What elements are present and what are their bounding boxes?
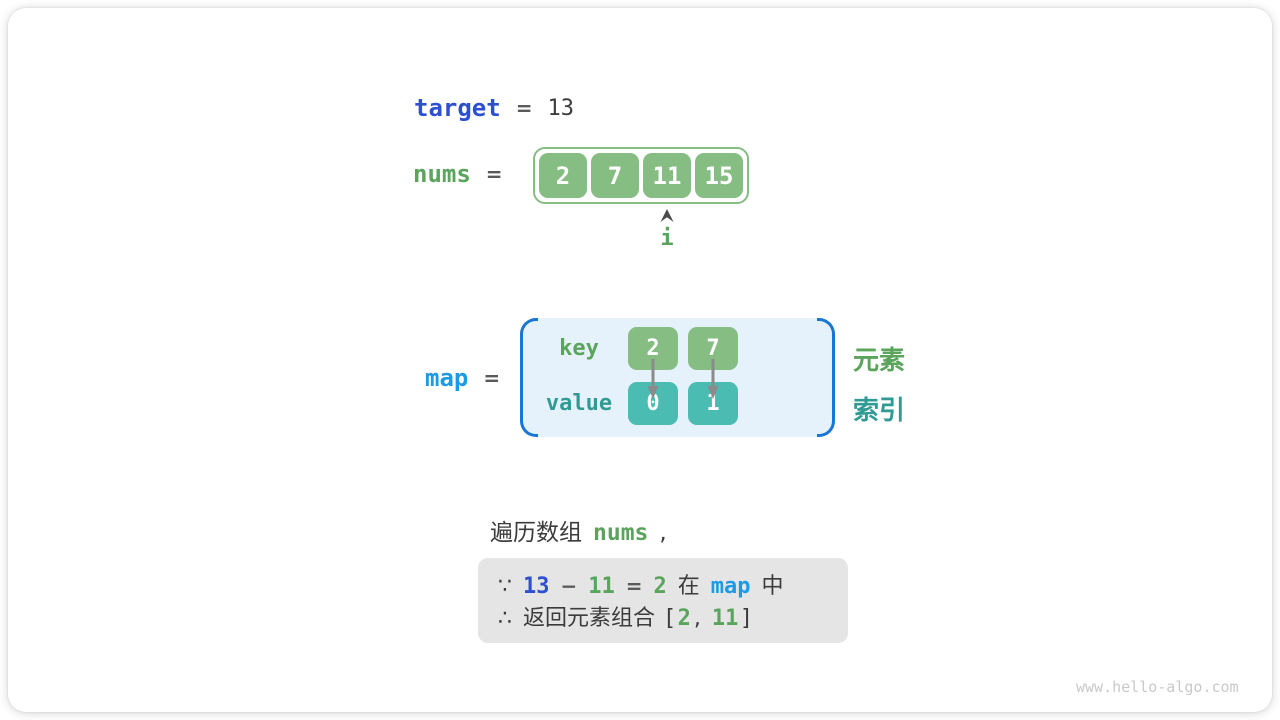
array-cell: 2	[539, 153, 587, 198]
note-line-2: ∴ 返回元素组合 [ 2 , 11 ]	[498, 600, 848, 632]
caption-code: nums	[593, 520, 649, 546]
minus-sign: −	[560, 574, 578, 598]
map-expression: map =	[425, 364, 500, 392]
result-comma: ,	[693, 606, 701, 631]
result-second: 11	[711, 606, 739, 631]
note-line-1: ∵ 13 − 11 = 2 在 map 中	[498, 568, 848, 600]
note-line1-suffix: 中	[761, 574, 784, 599]
target-value: 13	[547, 95, 574, 121]
nums-equals: =	[485, 162, 503, 186]
map-left-bracket	[520, 318, 538, 437]
map-container: key 2 7 value 0 1	[520, 318, 835, 437]
result-first: 2	[677, 606, 691, 631]
caption-prefix: 遍历数组	[490, 520, 582, 546]
watermark: www.hello-algo.com	[1076, 678, 1239, 696]
up-arrowhead-icon	[660, 209, 674, 222]
open-bracket: [	[666, 606, 675, 631]
map-key-cells: 2 7	[628, 327, 738, 370]
array-cell: 15	[695, 153, 743, 198]
close-bracket: ]	[741, 606, 750, 631]
target-equals: =	[515, 96, 533, 120]
nums-expression: nums =	[413, 160, 503, 188]
nums-array: 2 7 11 15	[533, 147, 749, 204]
in-word: 在	[677, 574, 700, 599]
index-pointer: i	[660, 209, 675, 251]
result-pair: [ 2 , 11 ]	[666, 606, 750, 631]
because-symbol: ∵	[498, 574, 512, 599]
map-label: map	[425, 364, 469, 392]
caption: 遍历数组 nums ,	[490, 513, 667, 547]
map-reference: map	[710, 574, 751, 599]
nums-label: nums	[413, 160, 471, 188]
subtrahend: 11	[588, 574, 615, 599]
map-right-bracket	[817, 318, 835, 437]
difference: 2	[653, 574, 667, 599]
target-expression: target = 13	[414, 94, 574, 122]
therefore-symbol: ∴	[498, 606, 512, 631]
key-to-value-arrow-icon	[647, 359, 659, 399]
key-annotation: 元素	[853, 346, 906, 376]
map-value-label: value	[545, 391, 613, 416]
note-box: ∵ 13 − 11 = 2 在 map 中 ∴ 返回元素组合 [ 2 , 11 …	[478, 558, 848, 643]
value-annotation: 索引	[853, 396, 906, 426]
map-value-cells: 0 1	[628, 382, 738, 425]
map-key-label: key	[559, 336, 599, 361]
map-equals: =	[483, 366, 501, 390]
equals-sign: =	[625, 574, 643, 598]
array-cell: 7	[591, 153, 639, 198]
note-line2-text: 返回元素组合	[523, 606, 656, 631]
minuend: 13	[523, 574, 550, 599]
caption-suffix: ,	[659, 520, 667, 546]
index-pointer-label: i	[660, 226, 674, 251]
map-key-cell: 2	[628, 327, 678, 370]
key-to-value-arrow-icon	[707, 359, 719, 399]
array-cell: 11	[643, 153, 691, 198]
target-label: target	[414, 94, 501, 122]
